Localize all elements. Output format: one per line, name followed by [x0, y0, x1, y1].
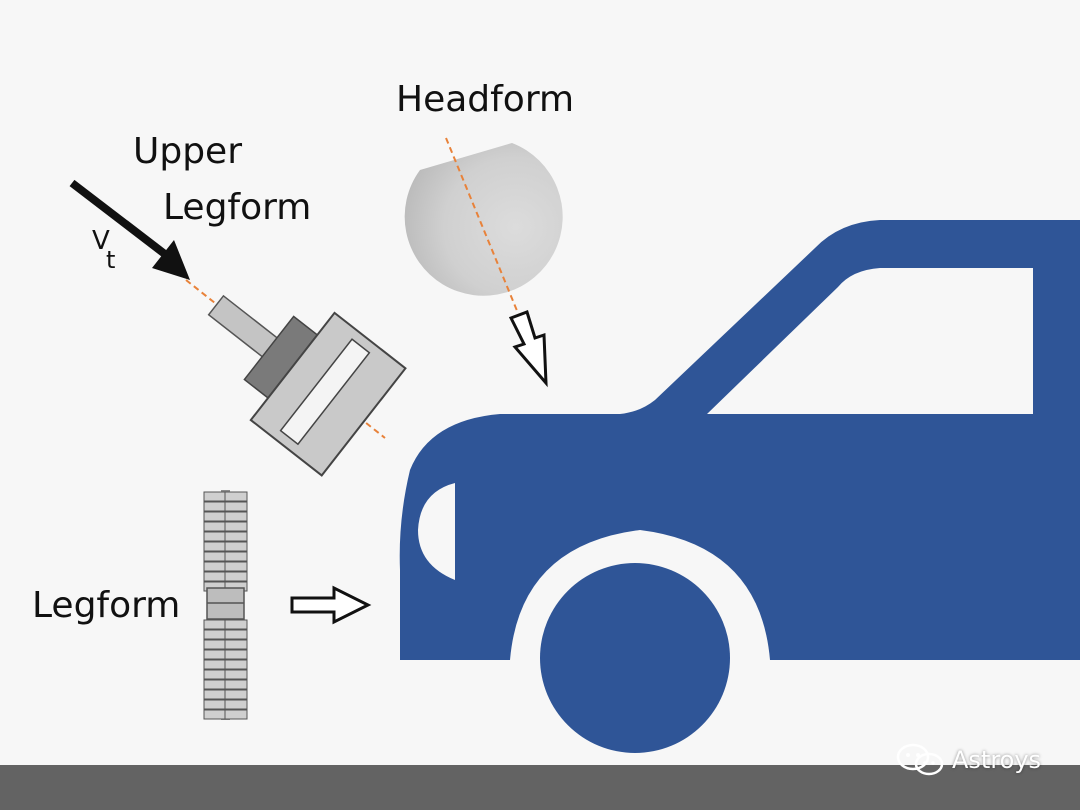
velocity-arrow-shaft: [69, 179, 173, 262]
velocity-arrow-icon: [152, 240, 190, 280]
wechat-icon: [896, 743, 944, 776]
front-wheel: [540, 563, 730, 753]
legform-impactor: [203, 490, 372, 720]
car-window: [707, 268, 1033, 414]
velocity-label: V: [92, 226, 110, 256]
upper-legform-label: Legform: [163, 187, 312, 228]
headform-sphere: [404, 143, 563, 296]
impact-arrow-icon: [508, 310, 548, 388]
headlight: [418, 483, 455, 580]
upper-legform-slot: [279, 338, 371, 446]
upper-label: Upper: [133, 131, 243, 172]
watermark: Astroys: [896, 742, 1041, 778]
car-silhouette: [399, 220, 1080, 753]
watermark-text: Astroys: [952, 746, 1042, 774]
impact-arrow-icon: [290, 585, 372, 625]
legform-label: Legform: [32, 585, 181, 626]
headform-axis-line: [445, 137, 521, 319]
upper-legform-impactor: [69, 179, 407, 477]
ground: [0, 765, 1080, 810]
headform-impactor: [404, 137, 563, 388]
velocity-subscript: t: [106, 246, 116, 274]
headform-label: Headform: [396, 79, 575, 120]
